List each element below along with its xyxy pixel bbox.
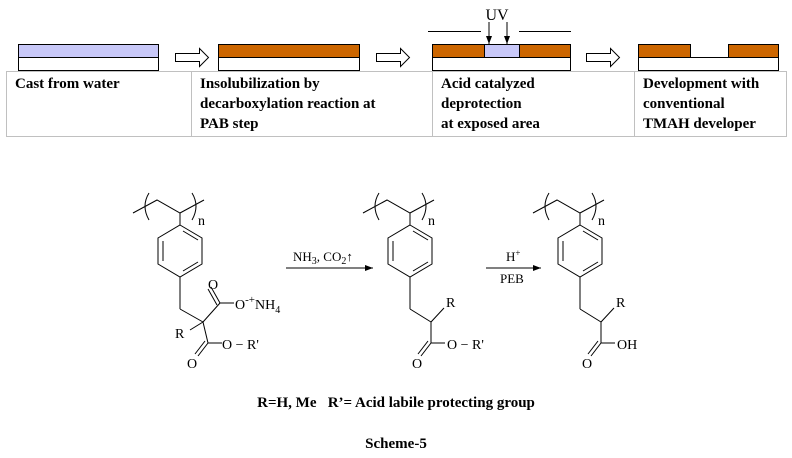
polymer-n: n <box>198 214 205 229</box>
r-group: R <box>446 296 456 311</box>
steps-table-grid <box>6 71 787 137</box>
acid-oh: OH <box>617 338 637 353</box>
process-arrow-icon <box>586 47 621 68</box>
molecule-carboxylic-acid <box>532 192 615 357</box>
process-arrow-icon <box>175 47 210 68</box>
process-arrow-icon <box>376 47 411 68</box>
ammonium-carboxylate: O-+NH4 <box>235 294 280 316</box>
carbonyl-o: O <box>582 357 592 372</box>
substrate-pab <box>218 44 360 71</box>
molecule-ammonium-salt <box>132 192 234 357</box>
polymer-n: n <box>428 214 435 229</box>
r-group: R <box>616 296 626 311</box>
step-label-cast: Cast from water <box>15 76 120 92</box>
substrate-exposure <box>428 22 571 71</box>
uv-label: UV <box>485 7 509 24</box>
carbonyl-o: O <box>208 278 218 293</box>
ester-group: O − R' <box>447 338 484 353</box>
scheme-caption: Scheme-5 <box>365 436 427 452</box>
molecule-protected-ester <box>362 192 445 357</box>
substrate-developed <box>638 44 779 71</box>
substituent-legend: R=H, Me R’= Acid labile protecting group <box>257 395 535 411</box>
reagent-acid: H+ <box>506 248 520 264</box>
reagent-1: NH3, CO2↑ <box>293 249 353 267</box>
polymer-n: n <box>598 214 605 229</box>
carbonyl-o: O <box>412 357 422 372</box>
ester-group: O − R' <box>222 338 259 353</box>
ester-carbonyl-o: O <box>187 357 197 372</box>
substrate-cast <box>18 44 159 71</box>
reagent-peb: PEB <box>500 271 524 286</box>
r-group: R <box>175 327 185 342</box>
